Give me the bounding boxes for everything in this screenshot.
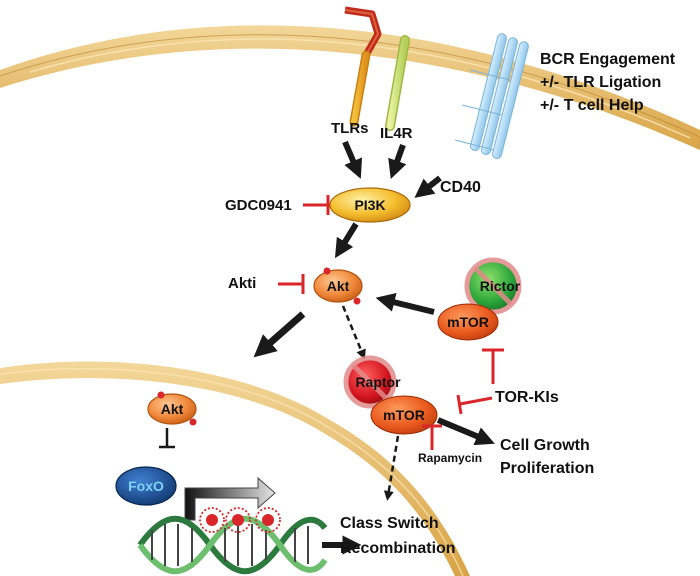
il4r-receptor (385, 35, 410, 131)
gdc0941-inhibitor: GDC0941 (225, 195, 330, 215)
raptor-inhibition-ring (343, 355, 397, 409)
rictor-label: Rictor (480, 278, 521, 294)
cd40-receptor (454, 33, 529, 159)
foxo-label: FoxO (128, 478, 164, 494)
arrow-pi3k-to-akt (334, 222, 359, 259)
akt-inhibits-foxo (159, 428, 175, 449)
mtorc1-mtor-label: mTOR (383, 407, 425, 423)
akti-label: Akti (228, 275, 256, 292)
plasma-membrane (0, 25, 700, 150)
mtorc2-complex: Rictor mTOR (437, 257, 522, 341)
arrow-akt-to-nucleus (253, 311, 306, 358)
arrow-mtorc2-to-akt (375, 292, 435, 315)
torkis-label: TOR-KIs (495, 389, 559, 406)
nuclear-membrane (0, 361, 470, 576)
mtorc1-complex: Raptor mTOR (343, 355, 438, 435)
cd40-label: CD40 (440, 179, 481, 196)
mtorc1-mtor-node (370, 395, 438, 435)
gdc0941-label: GDC0941 (225, 197, 292, 214)
mtorc2-mtor-node (437, 303, 499, 341)
tlrs-label: TLRs (331, 120, 369, 137)
il4r-label: IL4R (380, 125, 413, 142)
akt-nucleus-label: Akt (161, 401, 184, 417)
header-line-3: +/- T cell Help (540, 97, 644, 114)
torkis-inhibitor: TOR-KIs (456, 348, 559, 415)
foxo-node: FoxO (115, 466, 177, 506)
rapamycin-inhibitor: Rapamycin (418, 424, 482, 465)
rapamycin-label: Rapamycin (418, 451, 482, 465)
mtorc2-mtor-label: mTOR (447, 314, 489, 330)
pi3k-node: PI3K (329, 187, 411, 223)
csr-label-1: Class Switch (340, 515, 439, 532)
arrows-to-pi3k (342, 140, 442, 198)
header-line-1: BCR Engagement (540, 51, 676, 68)
promoter-arrow (184, 476, 276, 521)
akt-cytoplasm-label: Akt (327, 278, 350, 294)
akt-nucleus-node: Akt (147, 391, 197, 426)
akti-inhibitor: Akti (228, 274, 305, 294)
tlr-receptor (344, 6, 382, 127)
dna-modification-marks (199, 507, 281, 533)
dna-helix (137, 515, 328, 575)
growth-label-2: Proliferation (500, 460, 594, 477)
header-line-2: +/- TLR Ligation (540, 74, 661, 91)
pi3k-label: PI3K (354, 197, 385, 213)
akt-cytoplasm-node: Akt (313, 267, 363, 305)
csr-label-2: Recombination (340, 540, 456, 557)
raptor-label: Raptor (355, 374, 401, 390)
stimulus-header: BCR Engagement +/- TLR Ligation +/- T ce… (540, 51, 676, 114)
growth-label-1: Cell Growth (500, 437, 590, 454)
arrow-akt-to-mtorc1 (341, 305, 366, 360)
arrow-mtorc1-to-csr (383, 435, 400, 501)
arrow-mtorc1-to-growth (436, 417, 495, 446)
